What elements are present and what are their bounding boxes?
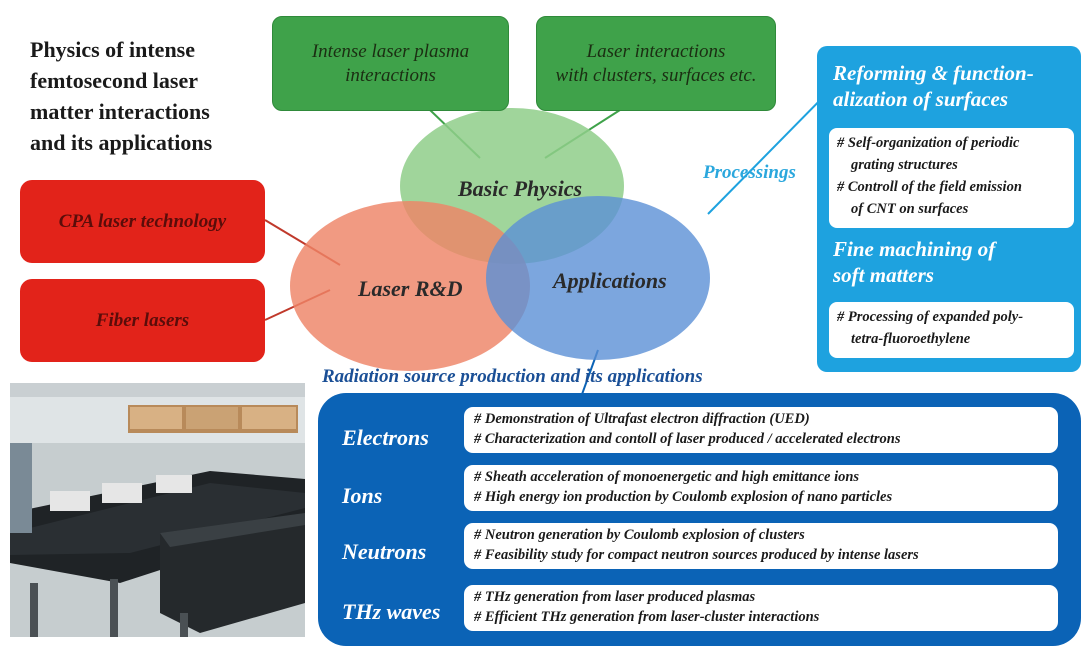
item-text: # Neutron generation by Coulomb explosio… [474,527,805,543]
item-text: tetra-fluoroethylene [851,331,971,347]
item-text: # Characterization and contoll of laser … [474,431,901,447]
laser-interactions-box: Laser interactions with clusters, surfac… [536,16,776,111]
panel-heading: Fine machining of soft matters [833,236,995,288]
heading-line: soft matters [833,263,934,287]
item-text: # THz generation from laser produced pla… [474,589,756,605]
item-text: # Processing of expanded poly- [837,309,1024,325]
soft-matter-items-box: # Processing of expanded poly- tetra-flu… [829,302,1074,358]
item-text: # Self-organization of periodic [837,135,1020,151]
panel-heading: Reforming & function- alization of surfa… [833,60,1034,112]
applications-circle [486,196,710,360]
ions-label: Ions [342,483,383,508]
applications-label: Applications [553,268,667,293]
box-text: CPA laser technology [58,210,227,232]
fiber-lasers-box: Fiber lasers [20,279,265,362]
item-text: of CNT on surfaces [851,201,969,217]
neutrons-items-box: # Neutron generation by Coulomb explosio… [464,523,1058,569]
title-line: Physics of intense [30,37,195,62]
cpa-laser-box: CPA laser technology [20,180,265,263]
ions-items-box: # Sheath acceleration of monoenergetic a… [464,465,1058,511]
item-text: # Controll of the field emission [837,179,1022,195]
title-line: femtosecond laser [30,68,199,93]
surface-items-box: # Self-organization of periodic grating … [829,128,1074,228]
box-text: Laser interactions [586,40,726,62]
laser-rd-circle [290,201,530,371]
title-line: matter interactions [30,99,210,124]
basic-physics-label: Basic Physics [458,176,583,201]
laser-rd-label: Laser R&D [358,276,463,301]
item-text: # Demonstration of Ultrafast electron di… [474,411,810,427]
processings-label: Processings [703,162,796,183]
item-text: # Sheath acceleration of monoenergetic a… [474,469,860,485]
box-text: interactions [345,64,436,86]
laser-lab-photo [10,383,305,637]
neutrons-label: Neutrons [342,539,427,564]
intense-laser-plasma-box: Intense laser plasma interactions [272,16,509,111]
item-text: # Efficient THz generation from laser-cl… [474,609,820,625]
electrons-items-box: # Demonstration of Ultrafast electron di… [464,407,1058,453]
title-line: and its applications [30,130,213,155]
item-text: # High energy ion production by Coulomb … [474,489,893,505]
item-text: grating structures [851,157,958,173]
lab-photo-illustration [10,383,305,637]
heading-line: alization of surfaces [833,87,1009,111]
radiation-source-title: Radiation source production and its appl… [322,366,703,387]
heading-line: Reforming & function- [833,61,1034,85]
radiation-sources-panel: Electrons # Demonstration of Ultrafast e… [318,393,1081,646]
thz-waves-label: THz waves [342,599,441,624]
box-text: Fiber lasers [95,309,190,331]
box-text: with clusters, surfaces etc. [555,64,757,86]
connector-line [707,81,839,215]
surface-processing-panel: Reforming & function- alization of surfa… [817,46,1081,372]
diagram-title: Physics of intense femtosecond laser mat… [30,34,290,158]
electrons-label: Electrons [342,425,429,450]
box-text: Intense laser plasma [311,40,470,62]
heading-line: Fine machining of [833,237,996,261]
thz-items-box: # THz generation from laser produced pla… [464,585,1058,631]
item-text: # Feasibility study for compact neutron … [474,547,919,563]
